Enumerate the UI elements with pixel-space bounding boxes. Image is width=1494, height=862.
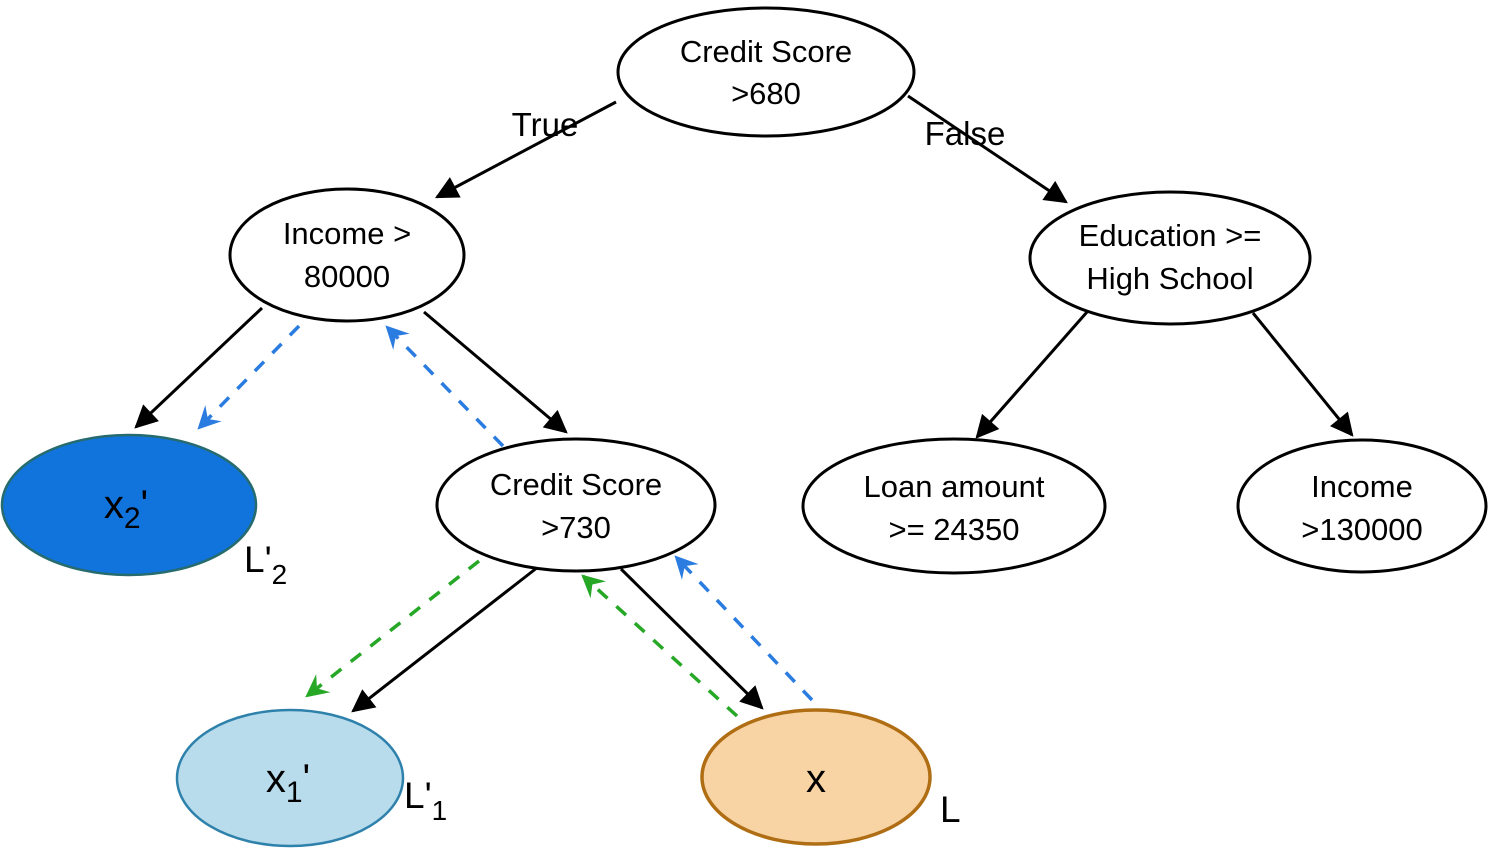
tag-L2-prime-sub: 2 — [272, 559, 288, 590]
node-loan-amount-24350-line2: >= 24350 — [888, 512, 1019, 547]
blue-dashed-income80000-to-x2prime — [197, 324, 301, 430]
leaf-x1-prime-label: x1' — [266, 757, 310, 809]
tag-L1-prime: L'1 — [404, 775, 447, 826]
edge-education-to-income130000 — [1251, 312, 1354, 437]
edge-income80000-to-credit730 — [423, 310, 568, 434]
leaf-x-ellipse — [700, 708, 932, 846]
tag-L1-prime-base: L' — [404, 775, 432, 816]
node-income-80000-line1: Income > — [283, 216, 411, 251]
tag-L1-prime-sub: 1 — [432, 795, 448, 826]
node-credit-score-730: Credit Score >730 — [435, 437, 717, 573]
node-credit-score-680: Credit Score >680 — [616, 6, 916, 138]
leaf-x1-prime-sub: 1 — [286, 776, 303, 809]
edge-credit730-to-x — [619, 567, 764, 710]
leaf-x1-prime-suffix: ' — [303, 757, 311, 801]
node-education-high-school: Education >= High School — [1028, 190, 1312, 326]
node-education-high-school-ellipse — [1028, 190, 1312, 326]
leaf-x1-prime-base: x — [266, 757, 286, 801]
blue-dashed-x-to-credit730 — [674, 555, 814, 702]
tree-edges — [134, 94, 1354, 713]
node-credit-score-680-ellipse — [616, 6, 916, 138]
leaf-x: x — [700, 708, 932, 846]
node-income-130000: Income >130000 — [1236, 438, 1488, 574]
leaf-x-label: x — [806, 757, 826, 801]
tag-L-base: L — [940, 789, 961, 830]
node-credit-score-680-line2: >680 — [731, 76, 801, 111]
blue-dashed-credit730-to-income80000 — [385, 325, 505, 448]
leaf-x2-prime-label: x2' — [104, 483, 148, 535]
node-credit-score-730-ellipse — [435, 437, 717, 573]
tag-L2-prime: L'2 — [244, 539, 287, 590]
node-income-80000-line2: 80000 — [304, 259, 390, 294]
leaf-x2-prime-base: x — [104, 483, 124, 527]
leaf-x2-prime: x2' — [0, 433, 258, 577]
node-income-130000-line2: >130000 — [1301, 512, 1423, 547]
leaf-x2-prime-sub: 2 — [124, 502, 141, 535]
node-loan-amount-24350-line1: Loan amount — [864, 469, 1045, 504]
node-credit-score-680-line1: Credit Score — [680, 34, 852, 69]
true-branch-label: True — [512, 106, 579, 143]
node-education-high-school-line1: Education >= — [1079, 218, 1262, 253]
leaf-x2-prime-ellipse — [0, 433, 258, 577]
green-dashed-x-to-credit730 — [581, 574, 739, 718]
leaf-x1-prime: x1' — [175, 708, 405, 848]
node-loan-amount-24350: Loan amount >= 24350 — [801, 437, 1107, 575]
node-credit-score-730-line1: Credit Score — [490, 467, 662, 502]
node-income-130000-line1: Income — [1311, 469, 1413, 504]
tag-L2-prime-base: L' — [244, 539, 272, 580]
tag-L: L — [940, 789, 961, 830]
node-credit-score-730-line2: >730 — [541, 510, 611, 545]
edge-credit730-to-x1prime — [351, 565, 539, 713]
leaf-x2-prime-suffix: ' — [141, 483, 149, 527]
leaf-x1-prime-ellipse — [175, 708, 405, 848]
node-education-high-school-line2: High School — [1086, 261, 1253, 296]
node-income-80000-ellipse — [228, 187, 466, 323]
green-dashed-credit730-to-x1prime — [305, 559, 481, 698]
node-loan-amount-24350-ellipse — [801, 437, 1107, 575]
node-income-130000-ellipse — [1236, 438, 1488, 574]
node-income-80000: Income > 80000 — [228, 187, 466, 323]
edge-root-to-income80000 — [434, 100, 617, 199]
false-branch-label: False — [925, 115, 1006, 152]
edge-root-to-education — [907, 94, 1068, 204]
edge-education-to-loanamount — [975, 311, 1089, 439]
dashed-paths — [197, 324, 814, 718]
edge-income80000-to-x2prime — [134, 306, 264, 429]
